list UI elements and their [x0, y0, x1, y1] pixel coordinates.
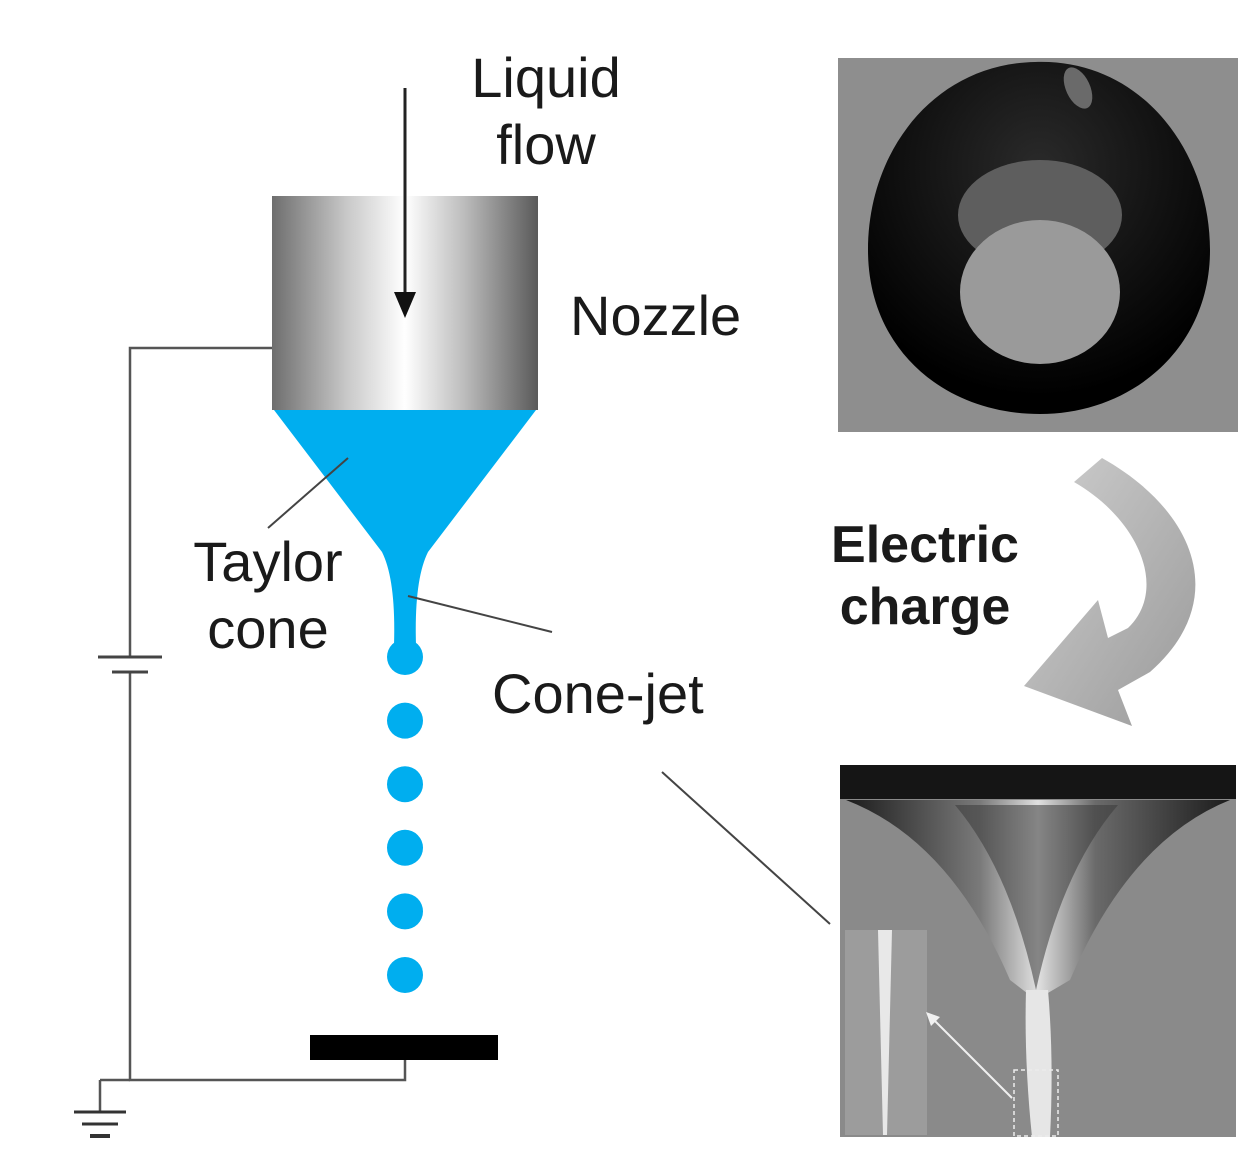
leader-lines [267, 457, 831, 925]
droplet [387, 702, 423, 739]
electric-charge-label: Electric charge [831, 516, 1019, 637]
droplet [387, 829, 423, 866]
battery-symbol-icon [98, 655, 162, 674]
down-arrow-icon [394, 88, 416, 318]
taylor-cone-leader [267, 457, 349, 529]
collector-plate [310, 1035, 498, 1060]
nozzle-label: Nozzle [570, 284, 742, 347]
liquid-flow-label: Liquid flow [471, 46, 621, 177]
curved-arrow-icon [1024, 458, 1196, 726]
photo-cone-jet [840, 765, 1236, 1137]
circuit-wire [98, 346, 407, 1112]
droplet-stream [387, 639, 423, 993]
droplet [387, 893, 423, 930]
taylor-cone [274, 410, 536, 645]
taylor-cone-label: Taylor cone [193, 530, 343, 661]
cone-jet-label: Cone-jet [492, 662, 704, 725]
photo-zoom-leader [661, 771, 831, 925]
droplet [387, 957, 423, 993]
droplet [387, 766, 423, 803]
cone-jet-leader [407, 595, 553, 633]
photo-pendant-drop [838, 58, 1238, 432]
ground-symbol-icon [74, 1110, 126, 1138]
droplet [387, 639, 423, 675]
